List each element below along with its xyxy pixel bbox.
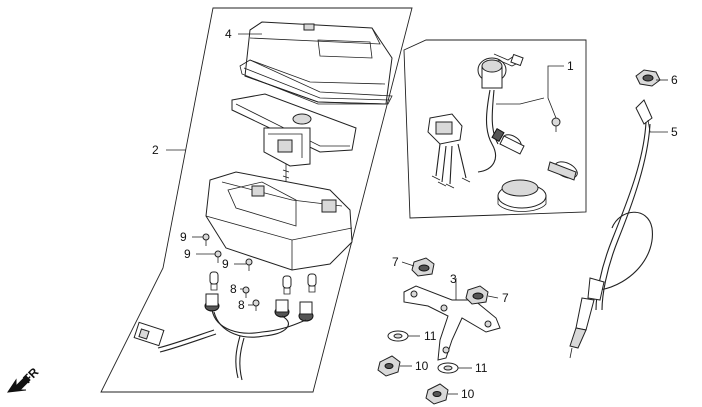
- nut-10b: [425, 383, 449, 405]
- meter-lens: [231, 93, 357, 153]
- rubber-grommet-7a: [411, 257, 435, 277]
- ignition-switch-group-frame: [403, 39, 587, 219]
- front-direction-indicator: FR: [6, 365, 42, 393]
- screw-9c: [245, 258, 253, 271]
- meter-upper-cover: [244, 21, 393, 105]
- leader-lines: [166, 33, 668, 395]
- ignition-plug: [547, 161, 578, 181]
- callout-10a: 10: [415, 359, 429, 373]
- bulb-left: [209, 271, 219, 291]
- callout-9a: 9: [180, 230, 187, 244]
- cap-nut: [635, 69, 661, 87]
- bulb-right: [307, 273, 317, 293]
- speedometer-cable: [569, 99, 653, 359]
- callout-5: 5: [671, 125, 678, 139]
- callout-8b: 8: [238, 298, 245, 312]
- bulb-mid: [282, 275, 292, 295]
- callout-8a: 8: [230, 282, 237, 296]
- washer-11b: [437, 362, 459, 374]
- key-cylinder: [491, 127, 525, 155]
- ignition-bolt: [551, 117, 561, 132]
- callout-10b: 10: [461, 387, 475, 401]
- ignition-switch: [477, 53, 545, 173]
- washer-11a: [387, 330, 409, 342]
- screw-9a: [202, 233, 210, 246]
- meter-group-frame: [100, 7, 413, 393]
- bulb-socket-mid: [274, 299, 290, 318]
- meter-gasket: [239, 59, 393, 105]
- callout-9c: 9: [222, 257, 229, 271]
- bulb-socket-right: [298, 301, 314, 322]
- callout-6: 6: [671, 73, 678, 87]
- bulb-socket-left: [204, 293, 220, 312]
- ignition-cap: [497, 179, 547, 212]
- callout-2: 2: [152, 143, 159, 157]
- callout-3: 3: [450, 272, 457, 286]
- meter-wire-harness: [133, 309, 307, 381]
- meter-lower-case: [205, 171, 353, 271]
- front-arrow-icon: [6, 375, 31, 393]
- callout-7a: 7: [392, 255, 399, 269]
- callout-11b: 11: [475, 361, 488, 375]
- screw-8b: [252, 299, 260, 311]
- ignition-connector: [427, 113, 471, 189]
- callout-7b: 7: [502, 291, 509, 305]
- rubber-grommet-7b: [465, 285, 489, 305]
- nut-10a: [377, 355, 401, 377]
- meter-bracket: [403, 285, 501, 361]
- callout-11a: 11: [424, 329, 437, 343]
- callout-4: 4: [225, 27, 232, 41]
- screw-8a: [242, 286, 250, 298]
- callout-1: 1: [567, 59, 574, 73]
- screw-9b: [214, 250, 222, 263]
- meter-mechanism: [263, 127, 311, 186]
- callout-9b: 9: [184, 247, 191, 261]
